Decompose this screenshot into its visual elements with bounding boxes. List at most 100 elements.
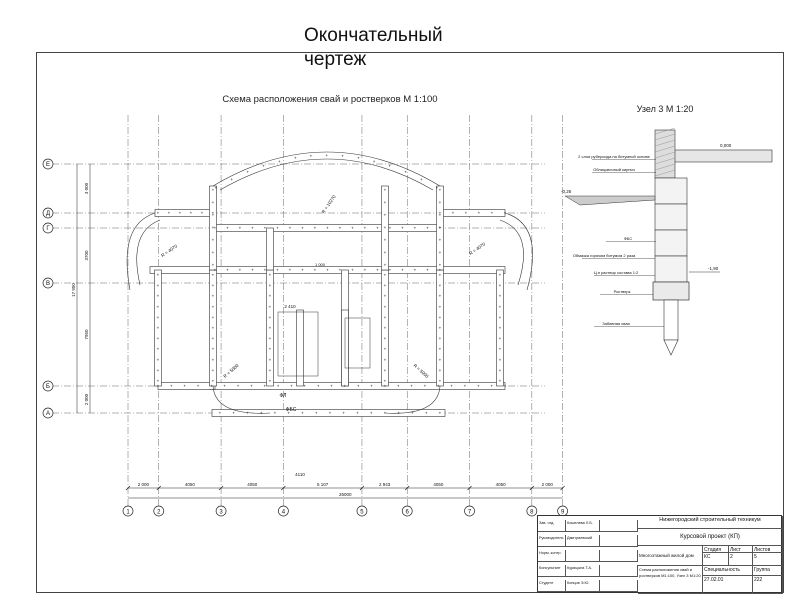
hatch-line — [654, 145, 676, 153]
pile-mark: + — [157, 357, 160, 362]
dimension-label: 4050 — [185, 482, 196, 487]
pile-mark: + — [364, 268, 367, 273]
pile-mark: + — [439, 357, 442, 362]
stage-label: Стадия — [703, 546, 729, 553]
pile-mark: + — [499, 379, 502, 384]
axis-letter-label: Д — [46, 211, 50, 217]
pile-mark: + — [370, 411, 373, 416]
pile-mark: + — [384, 411, 387, 416]
pile-mark: + — [251, 226, 254, 231]
plan-piles: + + + + + + + + + + + + + + + + + + + + + + + + + + + + + + + + + + + + + + + +… — [157, 153, 507, 416]
pile-mark: + — [499, 304, 502, 309]
spec-label: Специальность — [703, 566, 753, 576]
pile-mark: + — [499, 368, 502, 373]
pile-mark: + — [436, 186, 439, 191]
pile-mark: + — [401, 268, 404, 273]
pile-mark: + — [226, 226, 229, 231]
pile-mark: + — [214, 226, 217, 231]
signature-role: Зав. отд. — [538, 520, 566, 532]
pile-mark: + — [246, 170, 249, 175]
pile-mark: + — [384, 384, 387, 389]
axis-number-label: 2 — [157, 510, 161, 516]
pile-mark: + — [157, 326, 160, 331]
hatch-line — [654, 169, 676, 177]
dimension-label: 2 943 — [379, 482, 391, 487]
pile-mark: + — [212, 200, 215, 205]
pile-mark: + — [157, 336, 160, 341]
fbs-block — [654, 177, 688, 205]
pile-mark: + — [212, 357, 215, 362]
hatch-line — [654, 157, 676, 165]
pile-mark: + — [269, 326, 272, 331]
pile-mark: + — [212, 304, 215, 309]
axis-number-label: 9 — [561, 510, 565, 516]
pile-mark: + — [356, 411, 359, 416]
pile-mark: + — [420, 177, 423, 182]
pile-mark: + — [212, 213, 215, 218]
grillage-wall — [439, 209, 506, 217]
axis-letter-label: А — [46, 411, 50, 417]
dimension-label: 5 107 — [317, 482, 329, 487]
axis-bubble — [42, 207, 54, 219]
pile-mark: + — [425, 411, 428, 416]
axis-number-label: 7 — [468, 510, 472, 516]
pile-mark: + — [290, 384, 293, 389]
arc-wall-top-outer — [212, 151, 441, 187]
signature-cell — [600, 550, 638, 562]
pile-mark: + — [212, 283, 215, 288]
sheets-value: 5 — [753, 553, 783, 566]
pile-mark: + — [384, 357, 387, 362]
pile-mark: + — [439, 347, 442, 352]
dimension-label: 4050 — [433, 482, 444, 487]
pile-mark: + — [246, 411, 249, 416]
axis-number-label: 3 — [219, 510, 223, 516]
axis-bubble — [42, 158, 54, 170]
signature-cell — [600, 580, 638, 592]
group-label: Группа — [753, 566, 783, 576]
group-value: 222 — [753, 576, 783, 594]
pile-mark: + — [344, 384, 347, 389]
pile-mark: + — [183, 384, 186, 389]
stage-value: КС — [703, 553, 729, 566]
pile-mark: + — [278, 159, 281, 164]
grillage-wall — [154, 269, 162, 387]
pile-mark: + — [439, 283, 442, 288]
pile-mark: + — [212, 336, 215, 341]
signature-cell — [600, 565, 638, 577]
axis-bubble — [153, 505, 165, 517]
pile-mark: + — [269, 347, 272, 352]
pile-mark: + — [439, 294, 442, 299]
pile-mark: + — [339, 226, 342, 231]
pile-mark: + — [157, 211, 160, 216]
pile-mark: + — [212, 238, 215, 243]
axis-number-label: 4 — [282, 510, 286, 516]
pile-mark: + — [157, 368, 160, 373]
pile-mark: + — [301, 268, 304, 273]
level-ground-label: -0,26 — [561, 189, 572, 194]
sheet-label: Лист — [729, 546, 753, 553]
pile-mark: + — [439, 226, 442, 231]
pile-mark: + — [212, 263, 215, 268]
arc-wall-right-inner — [499, 219, 524, 286]
axis-bubble — [278, 505, 289, 517]
pile-mark: + — [294, 156, 297, 161]
pile-mark: + — [499, 347, 502, 352]
pile-mark: + — [157, 283, 160, 288]
dimension-tick — [359, 485, 365, 491]
pile-mark: + — [269, 315, 272, 320]
title-block-project: Курсовой проект (КП) — [638, 529, 783, 546]
dimension-label-left: 3 000 — [84, 182, 89, 194]
pile-mark: + — [212, 211, 215, 216]
pile-mark: + — [491, 211, 494, 216]
plan-title: Схема расположения свай и ростверков М 1… — [222, 94, 437, 105]
dimension-tick — [529, 485, 535, 491]
pile-mark: + — [384, 200, 387, 205]
title-block-org: Нижегородский строительный техникум — [638, 516, 783, 529]
pile-mark: + — [478, 211, 481, 216]
pile-mark: + — [269, 357, 272, 362]
pile-mark: + — [260, 411, 263, 416]
spec-value: 27.02.01 — [703, 576, 753, 594]
pile-mark: + — [439, 368, 442, 373]
pile-mark: + — [439, 213, 442, 218]
axis-bubble — [526, 505, 538, 517]
